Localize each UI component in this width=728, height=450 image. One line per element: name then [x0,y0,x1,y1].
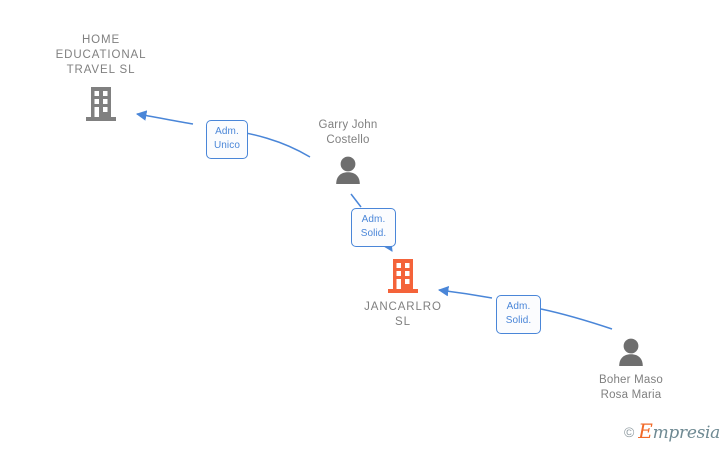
building-icon [86,87,116,121]
copyright-icon: © [623,423,635,440]
node-label-boher-maso-rosa-maria: Boher Maso Rosa Maria [598,374,663,401]
node-label-home-educational-travel-sl: HOME EDUCATIONAL TRAVEL SL [55,34,147,76]
building-icon [388,259,418,293]
empresia-logo-initial: E [638,419,653,443]
person-icon [336,156,360,184]
person-icon [619,338,643,366]
edge-boher-to-jancarlro-line [540,308,613,330]
node-boher-maso-rosa-maria[interactable]: Boher Maso Rosa Maria [556,338,706,403]
node-garry-john-costello[interactable]: Garry John Costello [273,118,423,184]
edge-label-adm-solid-garry[interactable]: Adm. Solid. [351,208,396,247]
edge-label-adm-solid-boher[interactable]: Adm. Solid. [496,295,541,334]
empresia-logo: Empresia [638,421,720,442]
node-label-jancarlro-sl: JANCARLRO SL [364,301,442,328]
edge-garry-to-jancarlro-line [350,193,362,208]
node-label-garry-john-costello: Garry John Costello [318,119,378,146]
empresia-watermark: © Empresia [624,421,720,442]
node-jancarlro-sl[interactable]: JANCARLRO SL [328,258,478,330]
edge-garry-to-home-head [135,110,194,125]
node-home-educational-travel-sl[interactable]: HOME EDUCATIONAL TRAVEL SL [26,33,176,122]
empresia-logo-rest: mpresia [652,423,721,443]
edge-boher-to-jancarlro-head [437,285,493,299]
edge-label-adm-unico[interactable]: Adm. Unico [206,120,248,159]
